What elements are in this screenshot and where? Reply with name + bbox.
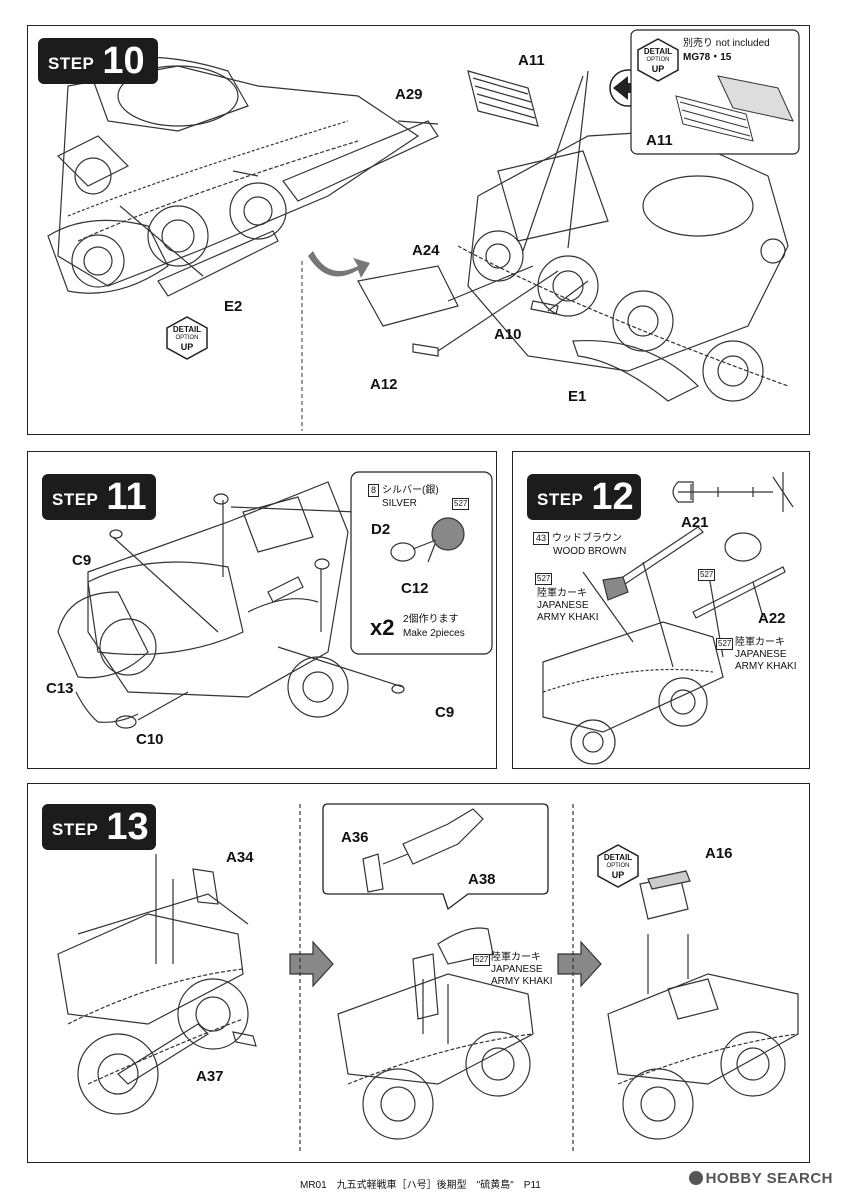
part-A22: A22 [758, 610, 786, 627]
paint-khaki-en2: ARMY KHAKI [491, 976, 553, 987]
step-number: 11 [106, 476, 147, 518]
step-number: 13 [106, 806, 149, 848]
detail-mid: OPTION [175, 335, 199, 341]
step-word: STEP [52, 490, 99, 509]
paint-jp: シルバー(銀) [382, 485, 439, 496]
detail-mid: OPTION [646, 57, 670, 63]
detail-badge-shape [637, 38, 679, 82]
detail-bot: UP [180, 342, 194, 352]
part-E2: E2 [224, 298, 243, 315]
paint-chip: 527 [716, 638, 734, 650]
hobby-logo-icon [688, 1171, 703, 1185]
paint-khaki-en1: JAPANESE [735, 649, 787, 660]
paint-khaki-en1: JAPANESE [491, 964, 543, 975]
part-A16: A16 [705, 845, 733, 862]
paint-chip: 527 [473, 954, 491, 966]
detail-bot: UP [651, 64, 665, 74]
step13-drawing [57, 803, 799, 1154]
detail-top: DETAIL [603, 853, 633, 862]
detail-top: DETAIL [643, 47, 673, 56]
detail-up-icon: DETAIL OPTION UP [596, 844, 640, 888]
step-number: 10 [102, 40, 145, 82]
part-C9: C9 [435, 704, 455, 721]
step10-panel: STEP 10 A29 E2 A24 A12 A10 E1 A11 A11 別売… [27, 25, 810, 435]
paint-silver-en: SILVER [382, 498, 417, 509]
paint-khaki-en2: ARMY KHAKI [735, 661, 797, 672]
detail-up-icon: DETAIL OPTION UP [636, 38, 680, 82]
paint-khaki: 陸軍カーキ [491, 952, 541, 963]
part-C10: C10 [136, 731, 164, 748]
paint-wood-brown-en: WOOD BROWN [553, 546, 627, 557]
part-A34: A34 [226, 849, 254, 866]
photo-etch-code: MG78・15 [683, 52, 732, 63]
part-A11-inset: A11 [646, 132, 673, 149]
watermark-text: HOBBY SEARCH [705, 1170, 833, 1187]
not-included-note: 別売り not included [683, 38, 770, 50]
part-A24: A24 [412, 242, 440, 259]
paint-number: 8 [368, 484, 380, 497]
part-A29: A29 [395, 86, 423, 103]
part-A36: A36 [341, 829, 369, 846]
part-C9: C9 [72, 552, 92, 569]
part-A21: A21 [681, 514, 709, 531]
detail-bot: UP [611, 870, 625, 880]
step-word: STEP [48, 54, 95, 73]
paint-khaki: 陸軍カーキ [537, 588, 587, 599]
step11-badge: STEP 11 [42, 474, 156, 520]
paint-khaki-en2: ARMY KHAKI [537, 612, 599, 623]
part-A12: A12 [370, 376, 398, 393]
part-A37: A37 [196, 1068, 224, 1085]
part-D2: D2 [371, 521, 391, 538]
note-en: not included [715, 38, 770, 49]
step13-badge: STEP 13 [42, 804, 156, 850]
multiplier: x2 [370, 615, 395, 640]
paint-jp: ウッドブラウン [552, 533, 623, 544]
step-word: STEP [537, 490, 584, 509]
make-jp: 2個作ります [403, 614, 459, 625]
step12-badge: STEP 12 [527, 474, 641, 520]
step10-badge: STEP 10 [38, 38, 158, 84]
paint-khaki-en1: JAPANESE [537, 600, 589, 611]
part-E1: E1 [568, 388, 587, 405]
paint-chip: 527 [535, 573, 553, 585]
detail-badge-shape [166, 316, 208, 360]
part-A38: A38 [468, 871, 496, 888]
part-C12: C12 [401, 580, 429, 597]
part-A10: A10 [494, 326, 522, 343]
detail-up-icon: DETAIL OPTION UP [165, 316, 209, 360]
step-word: STEP [52, 820, 99, 839]
step12-drawing [542, 472, 794, 765]
step13-panel: STEP 13 A34 A37 A36 A38 A16 527 陸軍カーキ JA… [27, 783, 810, 1163]
paint-number: 43 [533, 532, 550, 545]
part-C13: C13 [46, 680, 74, 697]
detail-mid: OPTION [606, 863, 630, 869]
part-A11: A11 [518, 52, 545, 69]
step-number: 12 [591, 476, 634, 518]
paint-chip: 527 [452, 498, 470, 510]
paint-chip: 527 [698, 569, 716, 581]
detail-top: DETAIL [172, 325, 202, 334]
page-footer: MR01 九五式軽戦車［ハ号］後期型 "硫黄島" P11 [300, 1180, 541, 1191]
step11-drawing [57, 471, 493, 729]
detail-badge-shape [597, 844, 639, 888]
paint-khaki: 陸軍カーキ [735, 637, 785, 648]
make-en: Make 2pieces [403, 628, 465, 639]
watermark: HOBBY SEARCH [688, 1170, 833, 1187]
note-jp: 別売り [683, 38, 713, 49]
